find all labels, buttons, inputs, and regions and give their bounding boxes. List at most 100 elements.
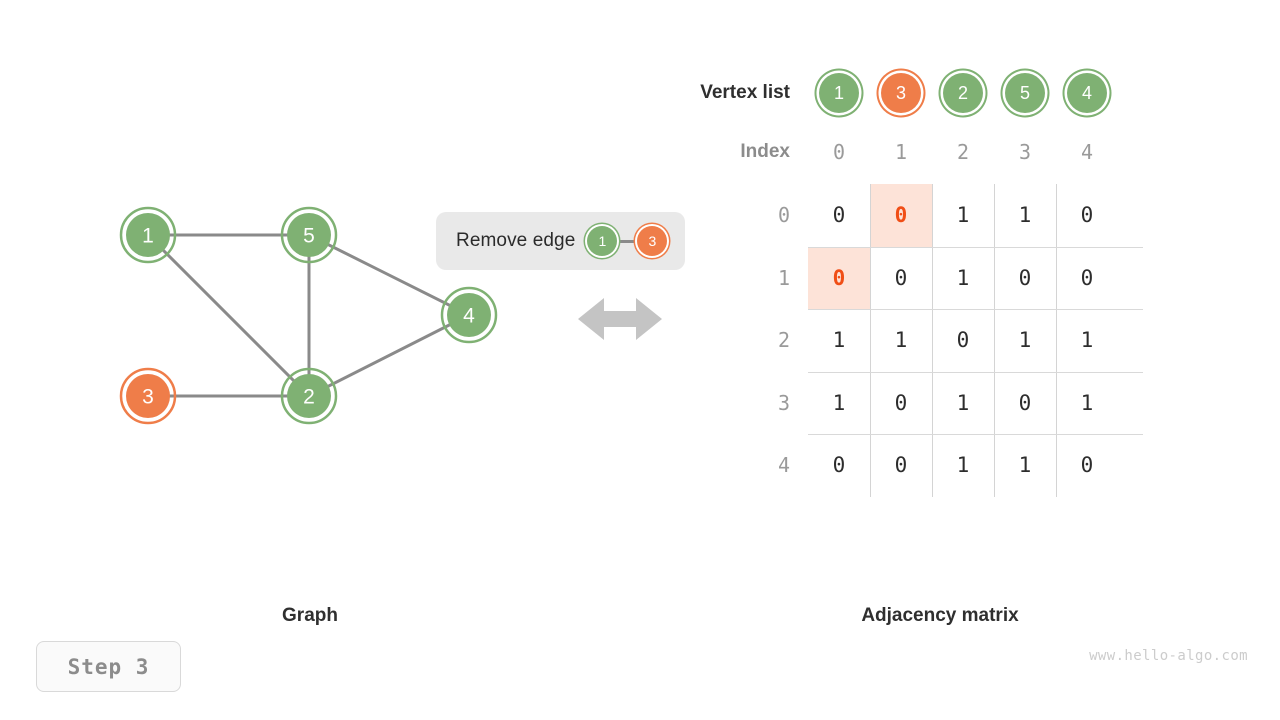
matrix-row-label-2: 2: [777, 328, 790, 353]
matrix-cell-3-2: 1: [956, 390, 970, 415]
matrix-cell-2-4: 1: [1080, 328, 1094, 353]
index-cells: 0 1 2 3 4: [808, 133, 1118, 171]
matrix-cell-0-4: 0: [1080, 203, 1094, 228]
graph-node-5: 5: [280, 206, 338, 264]
index-title: Index: [740, 141, 790, 162]
matrix-row-label-0: 0: [777, 203, 790, 228]
node-ring: [119, 367, 177, 425]
vertex-chip-1: 3: [870, 66, 932, 120]
matrix-cell-0-1: 0: [870, 184, 932, 247]
vertex-circle: 4: [1067, 73, 1107, 113]
matrix-cell-0-2: 1: [956, 203, 970, 228]
matrix-cell-2-2: 0: [956, 328, 970, 353]
matrix-row: 3 1 0 1 0 1: [668, 372, 1118, 435]
graph-panel: 1 5 4 3 2: [0, 0, 640, 560]
index-cell-2: 2: [956, 140, 970, 164]
matrix-row-separator: [808, 434, 1143, 435]
matrix-caption: Adjacency matrix: [861, 605, 1019, 626]
graph-caption: Graph: [282, 605, 338, 626]
remove-edge-callout: Remove edge 1 3: [436, 212, 686, 270]
graph-diagram: 1 5 4 3 2: [119, 206, 498, 425]
matrix-row-separator: [808, 246, 1143, 248]
matrix-cell-4-0: 0: [832, 453, 846, 478]
matrix-cell-4-1: 0: [894, 453, 908, 478]
vertex-chip-3: 5: [994, 66, 1056, 120]
matrix-row: 4 0 0 1 1 0: [668, 434, 1118, 497]
vertex-circle: 5: [1005, 73, 1045, 113]
node-fill: [126, 213, 170, 257]
node-fill: [287, 213, 331, 257]
matrix-cell-1-0: 0: [808, 246, 870, 309]
index-cell-4: 4: [1080, 140, 1094, 164]
matrix-cell-3-4: 1: [1080, 390, 1094, 415]
matrix-row-separator: [808, 309, 1143, 310]
matrix-cell-1-1: 0: [894, 265, 908, 290]
matrix-row-label-3: 3: [777, 390, 790, 415]
remove-edge-node-pair: 1 3: [587, 226, 668, 256]
index-cell-3: 3: [1018, 140, 1032, 164]
matrix-cell-4-4: 0: [1080, 453, 1094, 478]
mini-edge-line: [619, 239, 636, 243]
matrix-cell-3-1: 0: [894, 390, 908, 415]
matrix-row-separator: [808, 371, 1143, 373]
matrix-column-separator: [932, 184, 933, 497]
vertex-circle: 3: [881, 73, 921, 113]
node-fill: [126, 374, 170, 418]
matrix-cell-1-3: 0: [1018, 265, 1032, 290]
matrix-cell-2-3: 1: [1018, 328, 1032, 353]
graph-edge: [146, 233, 311, 398]
matrix-cell-4-2: 1: [956, 453, 970, 478]
matrix-cell-0-0: 0: [832, 203, 846, 228]
vertex-chip-0: 1: [808, 66, 870, 120]
node-ring: [280, 206, 338, 264]
vertex-list-title: Vertex list: [700, 82, 790, 103]
mini-node-b: 3: [637, 226, 668, 256]
vertex-circle: 2: [943, 73, 983, 113]
step-badge: Step 3: [36, 641, 181, 692]
node-fill: [287, 374, 331, 418]
graph-edge: [308, 313, 470, 398]
graph-node-2: 2: [280, 367, 338, 425]
matrix-cell-1-4: 0: [1080, 265, 1094, 290]
node-ring: [119, 206, 177, 264]
matrix-cell-2-1: 1: [894, 328, 908, 353]
matrix-cell-3-3: 0: [1018, 390, 1032, 415]
vertex-circle: 1: [819, 73, 859, 113]
node-fill: [447, 293, 491, 337]
matrix-cell-3-0: 1: [832, 390, 846, 415]
matrix-cell-0-3: 1: [1018, 203, 1032, 228]
vertex-chip-4: 4: [1056, 66, 1118, 120]
index-row: Index 0 1 2 3 4: [668, 133, 1118, 171]
graph-node-4: 4: [440, 286, 498, 344]
matrix-row-cells: 1 0 1 0 1: [808, 372, 1118, 435]
graph-node-3: 3: [119, 367, 177, 425]
matrix-cell-4-3: 1: [1018, 453, 1032, 478]
remove-edge-label: Remove edge: [456, 230, 576, 251]
graph-edge: [308, 233, 470, 317]
matrix-row-cells: 0 0 1 1 0: [808, 434, 1118, 497]
matrix-column-separator: [870, 184, 871, 497]
index-cell-0: 0: [832, 140, 846, 164]
mini-node-a: 1: [587, 226, 618, 256]
matrix-cell-1-2: 1: [956, 265, 970, 290]
node-ring: [280, 367, 338, 425]
matrix-row-label-4: 4: [777, 453, 790, 478]
matrix-column-separator: [1056, 184, 1057, 497]
double-arrow-horizontal-icon: [578, 296, 662, 347]
graph-node-1: 1: [119, 206, 177, 264]
matrix-column-separator: [994, 184, 995, 497]
matrix-row-label-1: 1: [777, 265, 790, 290]
watermark: www.hello-algo.com: [1089, 648, 1248, 664]
index-cell-1: 1: [894, 140, 908, 164]
node-ring: [440, 286, 498, 344]
